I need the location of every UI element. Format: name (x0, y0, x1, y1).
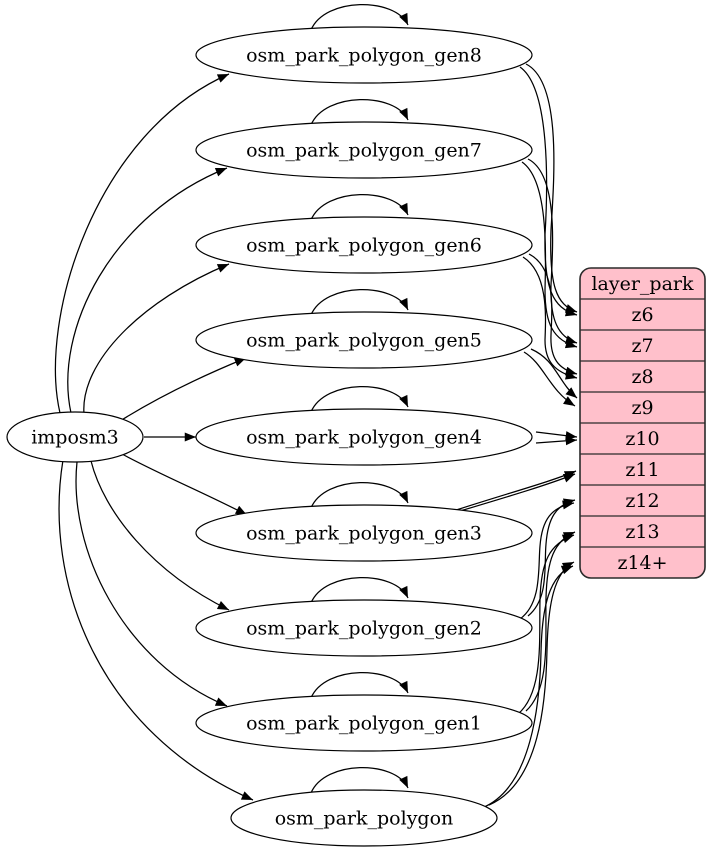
edge-gen6-to-z8-b (522, 256, 578, 380)
self-loop-gen4 (310, 386, 409, 413)
table-node-label-gen4: osm_park_polygon_gen4 (246, 427, 482, 449)
table-node-gen4: osm_park_polygon_gen4 (195, 408, 533, 466)
edge-gen8-to-z6-b (519, 66, 578, 317)
layer-row-label-z12: z12 (625, 490, 659, 512)
layer-park-table: layer_park z6 z7 z8 z9 z10 z11 z12 z13 z14+ (579, 267, 706, 579)
self-loop-gen3 (310, 482, 409, 509)
table-node-label-gen6: osm_park_polygon_gen6 (246, 235, 482, 257)
edge-imposm3-to-gen1 (75, 461, 228, 707)
table-node-imposm3: imposm3 (6, 411, 144, 463)
edge-polygon-to-z14+-a (488, 561, 575, 806)
edge-imposm3-to-gen8 (54, 73, 230, 414)
table-node-shape-polygon (230, 789, 498, 847)
edge-gen7-to-z7-b (521, 161, 578, 349)
self-loop-gen1 (310, 672, 409, 699)
table-node-label-gen3: osm_park_polygon_gen3 (246, 523, 482, 545)
edge-gen5-to-z9-b (523, 351, 576, 407)
table-node-label-imposm3: imposm3 (31, 427, 119, 449)
layer-row-label-z8: z8 (631, 366, 653, 388)
table-node-shape-gen7 (195, 121, 533, 179)
edges (54, 4, 578, 809)
table-node-gen8: osm_park_polygon_gen8 (195, 26, 533, 84)
edge-gen3-to-z11-a (449, 470, 577, 513)
table-node-shape-gen5 (195, 311, 533, 369)
self-loop-gen2 (310, 577, 409, 604)
edge-gen7-to-z7-a (527, 158, 578, 344)
layer-row-label-z13: z13 (625, 521, 659, 543)
table-node-gen2: osm_park_polygon_gen2 (195, 599, 533, 657)
table-node-shape-gen2 (195, 599, 533, 657)
edge-gen4-to-z10-b (535, 436, 578, 446)
table-node-shape-gen3 (195, 504, 533, 562)
table-node-label-gen1: osm_park_polygon_gen1 (246, 713, 482, 735)
edge-imposm3-to-gen6 (83, 263, 230, 415)
table-node-shape-imposm3 (6, 411, 144, 463)
self-loop-gen8 (310, 4, 409, 31)
layer-row-label-z14+: z14+ (617, 552, 667, 574)
edge-imposm3-to-polygon (58, 459, 254, 801)
edge-gen1-to-z13-a (525, 531, 576, 712)
edge-polygon-to-z14+-b (481, 565, 574, 809)
table-node-gen7: osm_park_polygon_gen7 (195, 121, 533, 179)
layer-table-title: layer_park (591, 273, 694, 295)
edge-imposm3-to-gen5 (119, 357, 247, 422)
layer-row-label-z11: z11 (625, 459, 659, 481)
edge-gen1-to-z13-b (517, 534, 575, 715)
table-node-shape-gen4 (195, 408, 533, 466)
table-node-label-polygon: osm_park_polygon (275, 808, 454, 830)
table-node-label-gen7: osm_park_polygon_gen7 (246, 140, 482, 162)
layer-row-label-z7: z7 (631, 335, 653, 357)
table-node-label-gen5: osm_park_polygon_gen5 (246, 330, 482, 352)
self-loop-gen7 (310, 99, 409, 126)
table-node-gen6: osm_park_polygon_gen6 (195, 216, 533, 274)
edge-gen4-to-z10-a (535, 431, 578, 441)
layer-row-label-z9: z9 (631, 397, 653, 419)
self-loop-gen6 (310, 194, 409, 221)
self-loop-polygon (310, 767, 409, 794)
edge-imposm3-to-gen3 (121, 453, 248, 516)
table-node-gen1: osm_park_polygon_gen1 (195, 694, 533, 752)
self-loop-gen5 (310, 289, 409, 316)
edge-gen6-to-z8-a (528, 253, 578, 376)
layer-row-label-z6: z6 (631, 304, 653, 326)
table-node-gen3: osm_park_polygon_gen3 (195, 504, 533, 562)
table-node-polygon: osm_park_polygon (230, 789, 498, 847)
table-node-label-gen2: osm_park_polygon_gen2 (246, 618, 482, 640)
table-node-gen5: osm_park_polygon_gen5 (195, 311, 533, 369)
edge-gen2-to-z12-b (519, 500, 575, 620)
edge-imposm3-to-gen7 (67, 167, 228, 414)
table-node-shape-gen8 (195, 26, 533, 84)
table-node-shape-gen1 (195, 694, 533, 752)
edge-gen5-to-z9-a (530, 348, 578, 399)
layer-row-label-z10: z10 (625, 428, 659, 450)
edge-imposm3-to-gen2 (90, 460, 230, 611)
table-node-label-gen8: osm_park_polygon_gen8 (246, 45, 482, 67)
table-node-shape-gen6 (195, 216, 533, 274)
